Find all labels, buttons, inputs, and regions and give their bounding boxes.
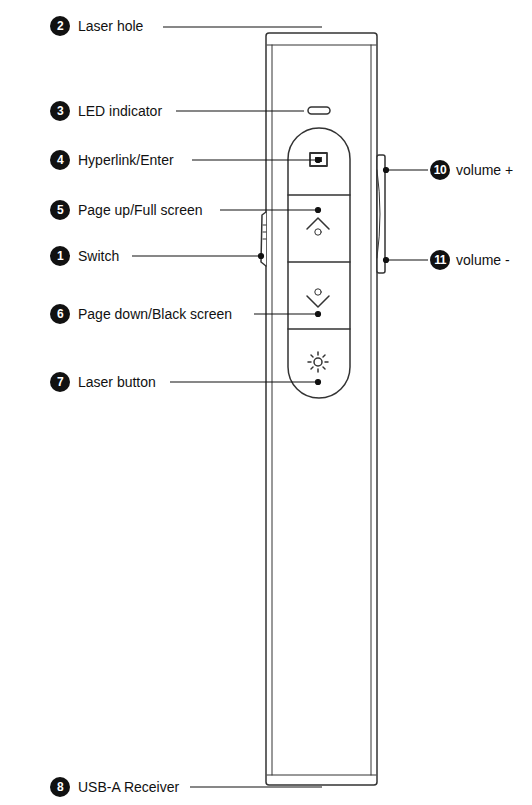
callout-number: 8 — [50, 777, 70, 797]
callout-number: 10 — [430, 160, 450, 180]
callout-number: 2 — [50, 16, 70, 36]
callout-number: 11 — [430, 250, 450, 270]
part-label: volume - — [456, 251, 510, 269]
page-up-icon — [307, 218, 329, 229]
part-label: Page up/Full screen — [78, 201, 203, 219]
callout-number: 7 — [50, 372, 70, 392]
callout-number: 4 — [50, 150, 70, 170]
part-label: Switch — [78, 247, 119, 265]
part-label: Laser hole — [78, 17, 143, 35]
part-label: LED indicator — [78, 102, 162, 120]
volume-rocker — [377, 155, 385, 273]
part-label: volume + — [456, 161, 513, 179]
callout-number: 1 — [50, 246, 70, 266]
part-label: Laser button — [78, 373, 156, 391]
page-down-icon — [307, 296, 329, 307]
callout-number: 6 — [50, 304, 70, 324]
laser-icon — [308, 352, 328, 372]
leader-lines — [132, 27, 428, 787]
part-label: Page down/Black screen — [78, 305, 232, 323]
callout-number: 3 — [50, 101, 70, 121]
pointer-body — [266, 33, 377, 785]
part-label: USB-A Receiver — [78, 778, 179, 796]
button-panel — [288, 128, 350, 398]
part-label: Hyperlink/Enter — [78, 151, 174, 169]
callout-number: 5 — [50, 200, 70, 220]
led-indicator — [308, 107, 330, 114]
